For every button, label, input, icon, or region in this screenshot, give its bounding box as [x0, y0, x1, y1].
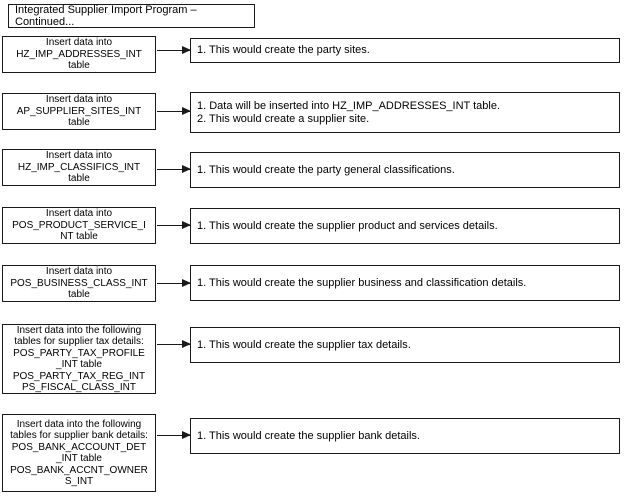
arrow-right-icon	[157, 339, 191, 348]
arrow-right-icon	[157, 45, 191, 54]
result-box: 1. This would create the supplier busine…	[190, 265, 620, 301]
result-box: 1. Data will be inserted into HZ_IMP_ADD…	[190, 92, 620, 133]
source-table-box: Insert data into HZ_IMP_CLASSIFICS_INT t…	[2, 149, 156, 186]
source-table-box: Insert data into POS_BUSINESS_CLASS_INT …	[2, 265, 156, 302]
arrow-right-icon	[157, 220, 191, 229]
source-table-box: Insert data into the following tables fo…	[2, 324, 156, 394]
result-box: 1. This would create the supplier tax de…	[190, 327, 620, 363]
arrow-right-icon	[157, 164, 191, 173]
arrow-right-icon	[157, 106, 191, 115]
result-box: 1. This would create the party sites.	[190, 38, 620, 63]
source-table-box: Insert data into AP_SUPPLIER_SITES_INT t…	[2, 93, 156, 130]
source-table-box: Insert data into POS_PRODUCT_SERVICE_I N…	[2, 207, 156, 244]
result-box: 1. This would create the supplier bank d…	[190, 418, 620, 454]
result-box: 1. This would create the supplier produc…	[190, 208, 620, 244]
result-box: 1. This would create the party general c…	[190, 152, 620, 188]
arrow-right-icon	[157, 430, 191, 439]
source-table-box: Insert data into HZ_IMP_ADDRESSES_INT ta…	[2, 36, 156, 73]
arrow-right-icon	[157, 278, 191, 287]
diagram-title: Integrated Supplier Import Program – Con…	[8, 4, 255, 28]
source-table-box: Insert data into the following tables fo…	[2, 414, 156, 492]
